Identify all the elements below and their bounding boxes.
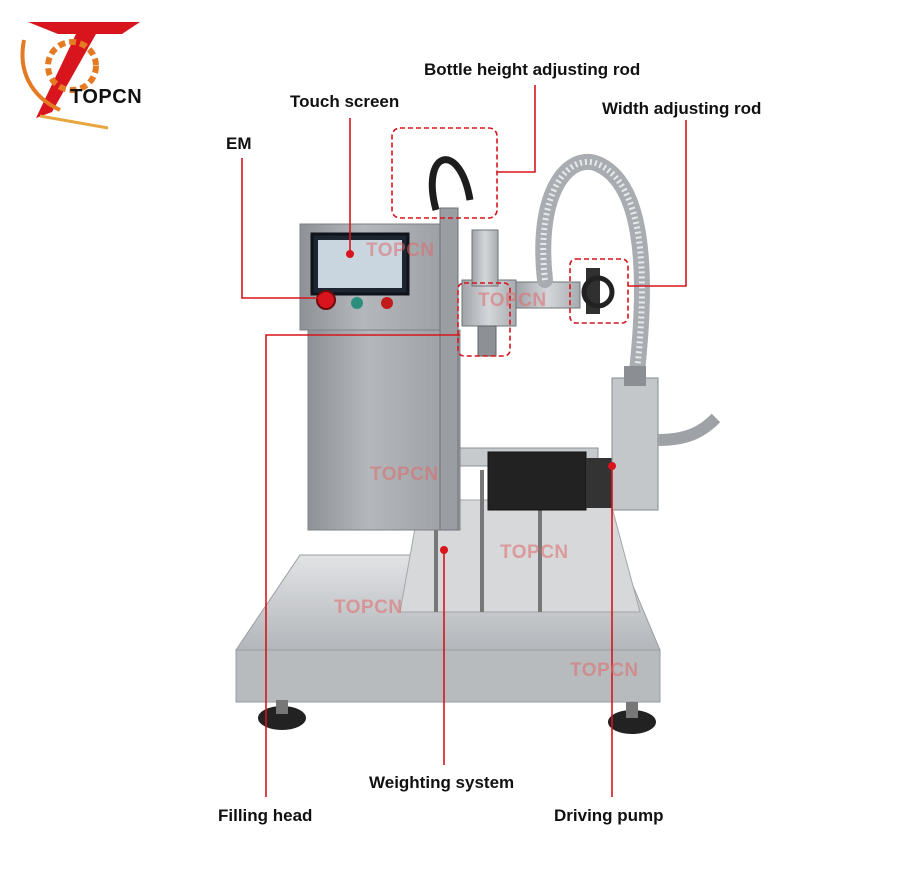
- callout-boxes: [391, 127, 629, 357]
- leader-filling-head: [265, 334, 460, 797]
- leader-em: [241, 158, 318, 299]
- label-filling-head: Filling head: [218, 806, 313, 825]
- watermark: TOPCN: [500, 542, 569, 563]
- leader-bottle-height: [497, 85, 536, 173]
- leader-width: [628, 120, 687, 287]
- watermark: TOPCN: [370, 464, 439, 485]
- brand-name: TOPCN: [70, 86, 143, 108]
- callout-box-bottle-height: [391, 127, 498, 219]
- watermark: TOPCN: [478, 290, 547, 311]
- callout-box-filling-head: [457, 282, 511, 357]
- label-width-rod: Width adjusting rod: [602, 99, 762, 118]
- label-touch-screen: Touch screen: [290, 92, 400, 111]
- watermark: TOPCN: [334, 597, 403, 618]
- topcn-logo-icon: [20, 22, 140, 130]
- control-cabinet: [299, 223, 461, 531]
- label-driving-pump: Driving pump: [554, 806, 664, 825]
- callout-box-width: [569, 258, 629, 324]
- label-em: EM: [226, 134, 252, 153]
- watermark: TOPCN: [366, 240, 435, 261]
- pump-motor: [487, 366, 721, 511]
- leader-dots: [318, 250, 616, 554]
- label-bottle-height-rod: Bottle height adjusting rod: [424, 60, 641, 79]
- label-weighting-system: Weighting system: [369, 773, 515, 792]
- supply-hose: [428, 153, 650, 388]
- watermark: TOPCN: [570, 660, 639, 681]
- leader-lines: [241, 85, 687, 797]
